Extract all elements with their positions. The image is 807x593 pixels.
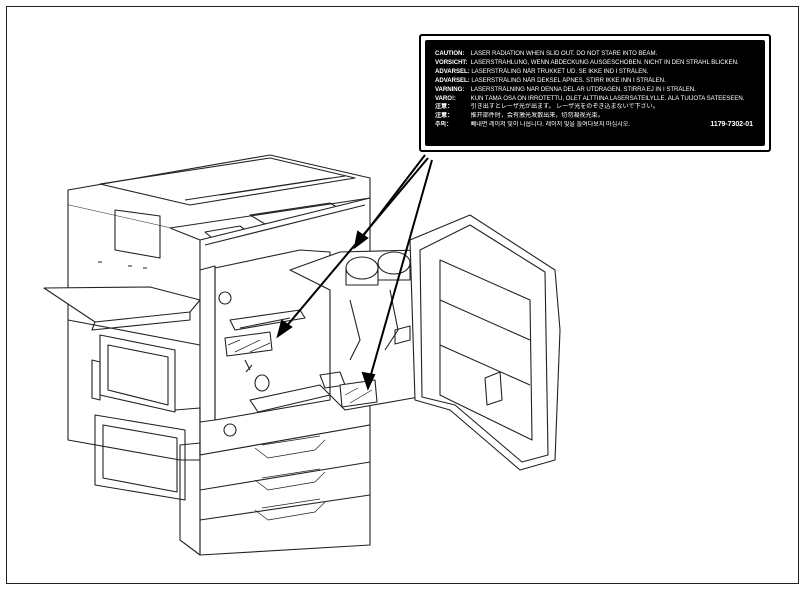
part-number: 1179-7302-01 bbox=[710, 121, 753, 129]
laser-warning-label-body: CAUTION: LASER RADIATION WHEN SLID OUT. … bbox=[425, 40, 765, 146]
label-line-chinese: 注意： 推开部件时，会有激光发散出来，切勿凝视光束。 bbox=[435, 112, 604, 120]
pointer-arrow-2 bbox=[284, 157, 429, 329]
label-line-varo: VARO!: KUN TÄMÄ OSA ON IRROTETTU, OLET A… bbox=[435, 94, 745, 102]
laser-label-body bbox=[224, 331, 273, 357]
label-line-korean: 주의： 빼내면 레이저 빛이 나옵니다. 레이저 빛을 들여다보지 마십시오.1… bbox=[435, 121, 753, 129]
label-line-advarsel-no: ADVARSEL: LASERSTRÅLING NÅR DEKSEL ÅPNES… bbox=[435, 76, 666, 84]
label-line-varning: VARNING: LASERSTRÅLNING NÄR DENNA DEL ÄR… bbox=[435, 85, 696, 93]
label-line-vorsicht: VORSICHT: LASERSTRAHLUNG, WENN ABDECKUNG… bbox=[435, 58, 739, 66]
laser-warning-label: CAUTION: LASER RADIATION WHEN SLID OUT. … bbox=[419, 34, 771, 152]
laser-label-unit bbox=[339, 379, 378, 408]
label-line-advarsel-da: ADVARSEL: LASERSTRÅLING NÅR TRUKKET UD. … bbox=[435, 67, 649, 75]
label-line-japanese: 注意： 引き出すとレーザ光が出ます。 レーザ光をのぞき込まないで下さい。 bbox=[435, 103, 659, 111]
pointer-arrow-3 bbox=[369, 159, 433, 379]
front-door bbox=[409, 214, 561, 471]
output-tray bbox=[43, 286, 201, 323]
label-line-caution: CAUTION: LASER RADIATION WHEN SLID OUT. … bbox=[435, 50, 658, 57]
